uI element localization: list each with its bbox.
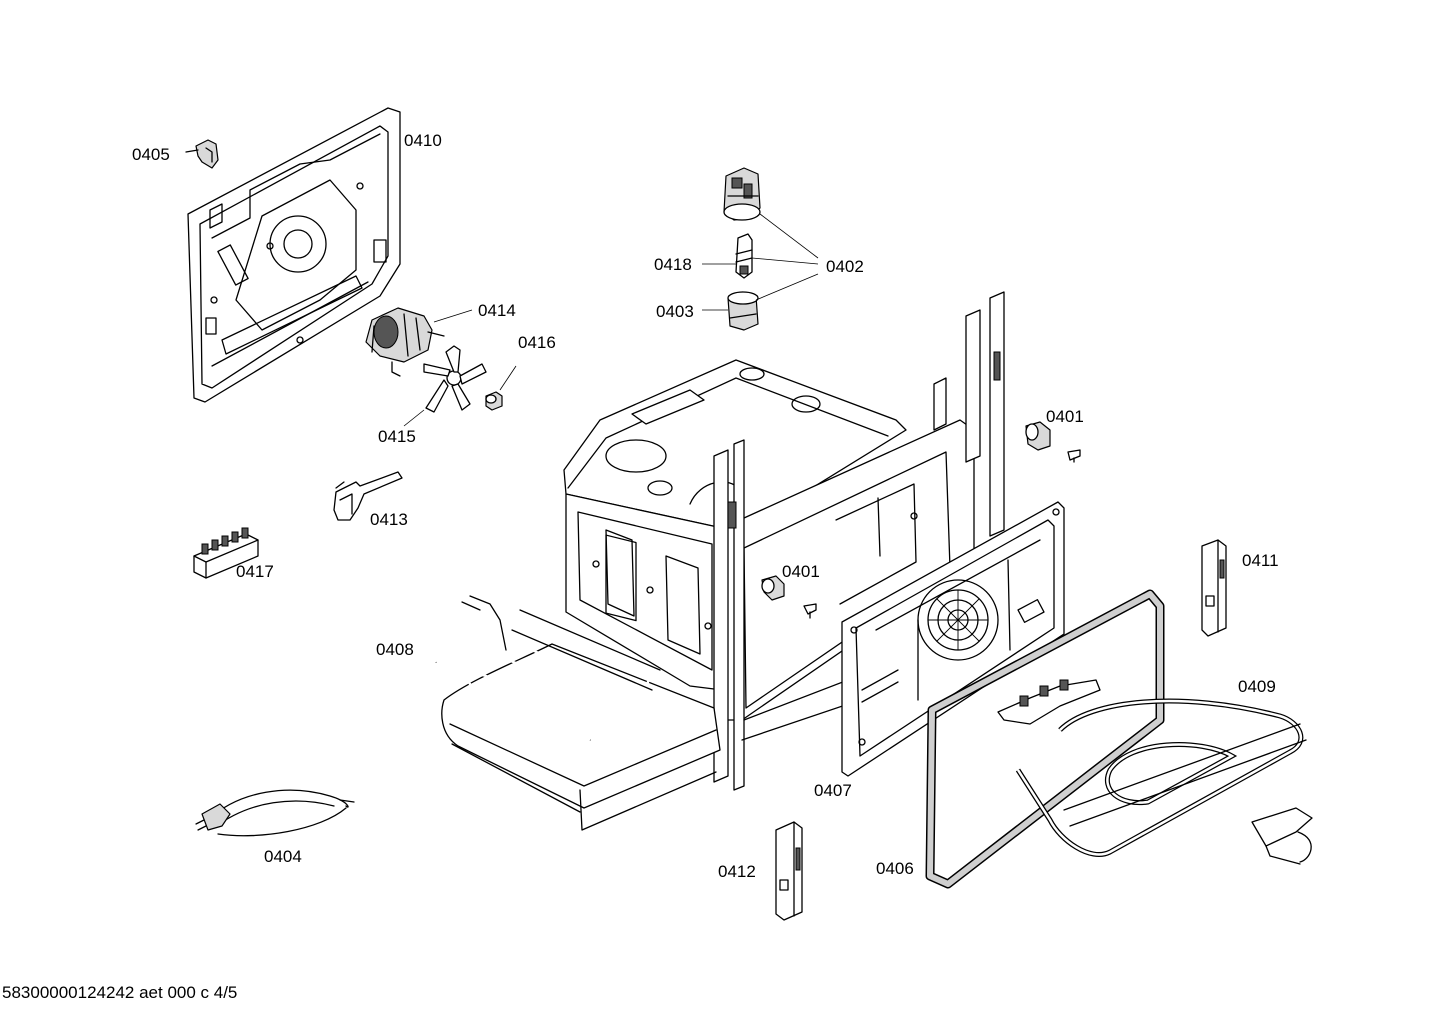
part-0401-lamp-screw-center[interactable] (761, 575, 817, 619)
part-0404-power-cord[interactable] (195, 789, 355, 837)
part-oven-cavity[interactable] (563, 291, 1005, 791)
part-0405-clip[interactable] (185, 139, 219, 169)
part-0401-lamp-screw-right[interactable] (1025, 421, 1081, 463)
label-0411: 0411 (1242, 551, 1279, 570)
part-0412-bracket[interactable] (775, 821, 803, 921)
part-0407-fan-cover-panel[interactable] (841, 501, 1065, 777)
label-0416: 0416 (518, 333, 556, 352)
part-clip-near-0409[interactable] (1251, 807, 1313, 865)
label-0401-center: 0401 (782, 562, 820, 581)
part-0402-lamp-housing[interactable] (723, 167, 761, 221)
label-0412: 0412 (718, 862, 756, 881)
part-0408-bottom-heater[interactable] (434, 595, 721, 831)
part-0417-terminal-block[interactable] (193, 527, 259, 579)
label-0417: 0417 (236, 562, 274, 581)
label-0415: 0415 (378, 427, 416, 446)
label-0413: 0413 (370, 510, 408, 529)
lamp-leader-lines (702, 213, 819, 311)
label-0405: 0405 (132, 145, 170, 164)
label-0418: 0418 (654, 255, 692, 274)
part-0410-back-panel[interactable] (187, 107, 401, 403)
part-0411-bracket[interactable] (1201, 539, 1227, 637)
part-0406-door-gasket[interactable] (925, 589, 1165, 889)
label-0402: 0402 (826, 257, 864, 276)
part-labels: 0405 0410 0414 0416 0415 0413 0417 0418 … (132, 131, 1279, 881)
part-0409-grill-heater[interactable] (997, 679, 1307, 857)
footer-document-code: 58300000124242 aet 000 c 4/5 (2, 983, 237, 1002)
label-0407: 0407 (814, 781, 852, 800)
part-0418-lamp-bulb[interactable] (735, 233, 753, 279)
part-0414-fan-motor[interactable] (365, 307, 473, 377)
label-0409: 0409 (1238, 677, 1276, 696)
part-0416-nut[interactable] (485, 365, 517, 411)
label-0410: 0410 (404, 131, 442, 150)
part-0413-bracket[interactable] (333, 471, 403, 521)
label-0403: 0403 (656, 302, 694, 321)
label-0401-right: 0401 (1046, 407, 1084, 426)
label-0406: 0406 (876, 859, 914, 878)
label-0414: 0414 (478, 301, 516, 320)
part-0403-lamp-holder[interactable] (727, 291, 759, 331)
label-0404: 0404 (264, 847, 302, 866)
part-0415-fan-blade[interactable] (403, 345, 487, 427)
label-0408: 0408 (376, 640, 414, 659)
